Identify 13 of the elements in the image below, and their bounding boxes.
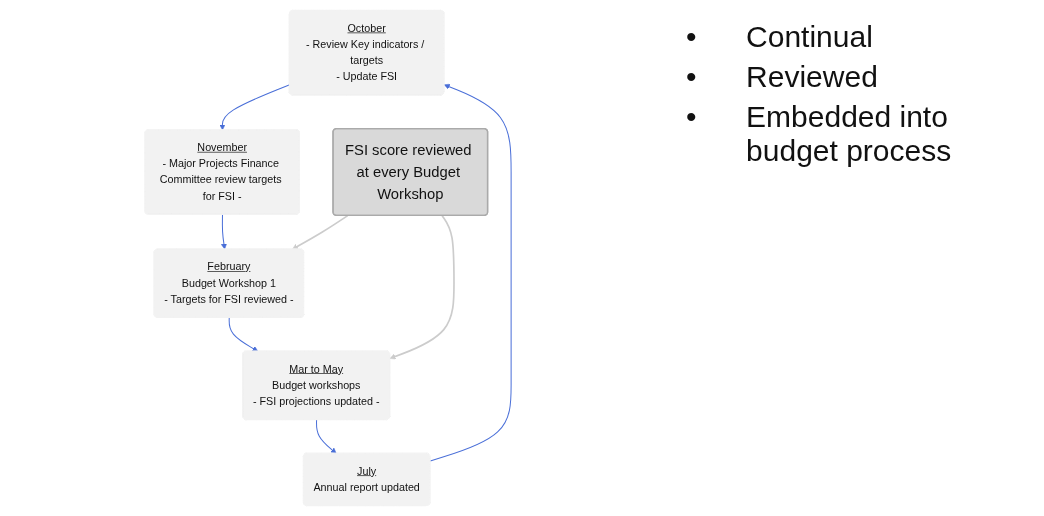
bullet-text: Continual (746, 20, 874, 54)
arrow (221, 214, 227, 250)
arrow (429, 83, 512, 462)
bullet-marker: • (686, 100, 698, 135)
bullet-marker: • (686, 20, 698, 54)
arrow (389, 214, 455, 360)
bullet-text: Embedded into budget process (746, 100, 953, 168)
bullet-text: Reviewed (746, 60, 879, 94)
arrow (228, 317, 259, 352)
arrow (219, 84, 291, 131)
bullet-marker: • (686, 60, 698, 94)
arrow (316, 419, 337, 454)
arrow (292, 214, 349, 250)
